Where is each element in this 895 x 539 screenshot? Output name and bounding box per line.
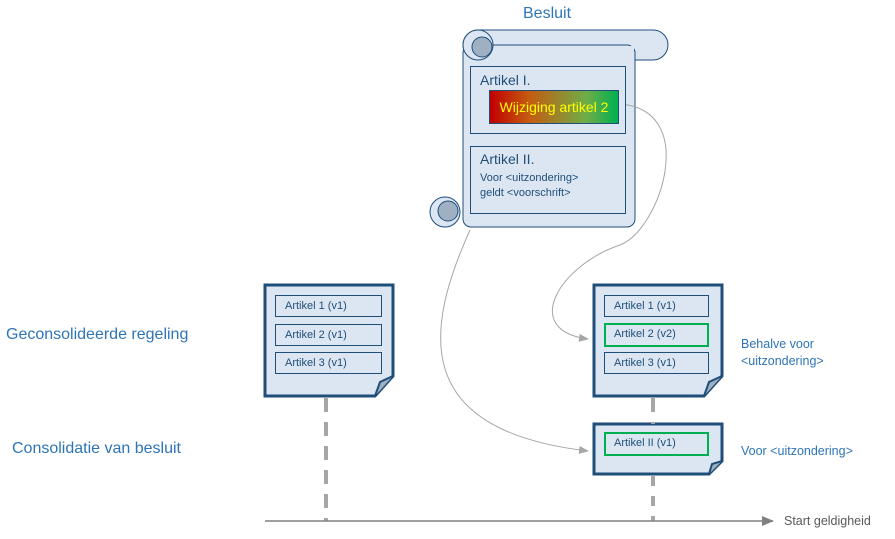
note-behalve-line1: Behalve voor	[741, 337, 814, 351]
besluit-title: Besluit	[523, 5, 572, 22]
label-consolidatie-van-besluit: Consolidatie van besluit	[12, 440, 181, 457]
artikel-1-title: Artikel I.	[480, 72, 531, 88]
regeling-v2-row-3: Artikel 3 (v1)	[604, 352, 709, 374]
consolidatie-row-1: Artikel II (v1)	[604, 432, 709, 456]
regeling-v1-row-2: Artikel 2 (v1)	[275, 324, 382, 346]
artikel-2-line2: geldt <voorschrift>	[480, 187, 571, 199]
regeling-v1-row-3: Artikel 3 (v1)	[275, 352, 382, 374]
regeling-v2-row-1: Artikel 1 (v1)	[604, 295, 709, 317]
arrow-wijziging-to-artikel2	[552, 103, 667, 342]
regeling-v2-row-2: Artikel 2 (v2)	[604, 323, 709, 347]
regeling-v1-row-1: Artikel 1 (v1)	[275, 295, 382, 317]
wijziging-box: Wijziging artikel 2	[489, 90, 619, 124]
note-behalve-line2: <uitzondering>	[741, 354, 824, 368]
note-voor-uitzondering: Voor <uitzondering>	[741, 444, 853, 458]
artikel-2-title: Artikel II.	[480, 151, 535, 167]
axis-label-start-geldigheid: Start geldigheid	[784, 514, 871, 528]
artikel-2-box	[470, 146, 626, 214]
arrow-artikel-ii-to-consolidatie	[440, 229, 589, 454]
artikel-2-line1: Voor <uitzondering>	[480, 172, 579, 184]
label-geconsolideerde-regeling: Geconsolideerde regeling	[6, 326, 189, 343]
wijziging-label: Wijziging artikel 2	[499, 99, 609, 115]
